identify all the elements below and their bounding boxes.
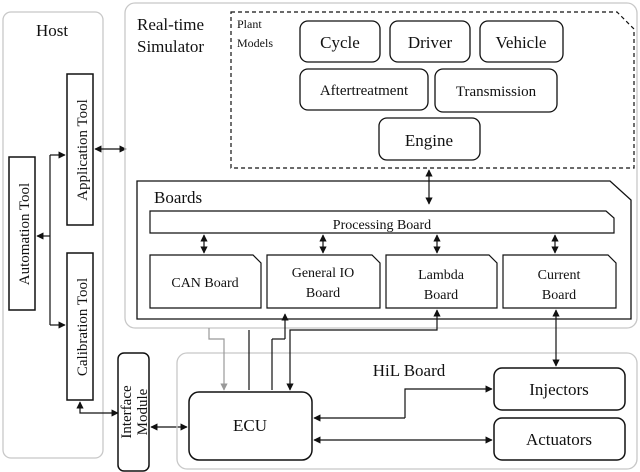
lambda-board-box [385, 254, 498, 309]
can-board-box [149, 254, 262, 309]
plant-models-region [230, 11, 635, 169]
can-board-label: CAN Board [171, 276, 238, 291]
driver-label: Driver [408, 33, 453, 52]
processing-board-label: Processing Board [333, 218, 431, 233]
plant-models-label-line2: Models [237, 36, 273, 50]
current-label-line2: Board [542, 288, 576, 303]
engine-label: Engine [405, 131, 453, 150]
automation-tool-label: Automation Tool [17, 183, 33, 285]
simulator-title-line1: Real-time [137, 15, 204, 34]
ecu-injectors-arrow [404, 385, 493, 418]
driver-box [389, 20, 471, 63]
calibration-interface-arrow [76, 401, 119, 417]
general-io-label-line1: General IO [292, 266, 355, 281]
processing-board-box [149, 210, 615, 234]
automation-tool-box [8, 156, 36, 311]
application-tool-label: Application Tool [75, 99, 91, 201]
ecu-label: ECU [233, 416, 267, 435]
actuators-box [493, 417, 626, 461]
injectors-label: Injectors [529, 380, 588, 399]
current-label-line1: Current [538, 268, 581, 283]
application-tool-box [66, 73, 94, 226]
current-board-box [502, 254, 617, 309]
actuators-label: Actuators [526, 430, 592, 449]
vehicle-label: Vehicle [496, 33, 547, 52]
lambda-label-line1: Lambda [418, 268, 465, 283]
boards-title: Boards [154, 188, 202, 207]
plant-models-label-line1: Plant [237, 17, 262, 31]
general-io-board-box [266, 254, 381, 309]
injectors-box [493, 367, 626, 411]
interface-module-label-line2: Module [135, 388, 151, 435]
engine-box [378, 117, 481, 161]
cycle-box [299, 20, 381, 63]
host-title: Host [36, 21, 68, 40]
aftertreatment-box [299, 68, 429, 111]
lambda-ecu-arrow [286, 309, 441, 391]
boards-region [136, 180, 632, 320]
calibration-tool-box [66, 252, 94, 401]
interface-module-label-line1: Interface [119, 385, 135, 439]
interface-module-box [117, 352, 150, 472]
ecu-box [188, 391, 313, 461]
calibration-tool-label: Calibration Tool [75, 278, 91, 376]
transmission-box [434, 68, 558, 113]
cycle-label: Cycle [320, 33, 360, 52]
simulator-title-line2: Simulator [137, 37, 204, 56]
general-io-label-line2: Board [306, 286, 340, 301]
host-container [2, 11, 104, 459]
transmission-label: Transmission [456, 84, 537, 100]
aftertreatment-label: Aftertreatment [320, 83, 409, 99]
vehicle-box [479, 20, 564, 63]
hil-board-title: HiL Board [373, 361, 446, 380]
can-ecu-gray-arrow [208, 328, 228, 391]
lambda-label-line2: Board [424, 288, 458, 303]
